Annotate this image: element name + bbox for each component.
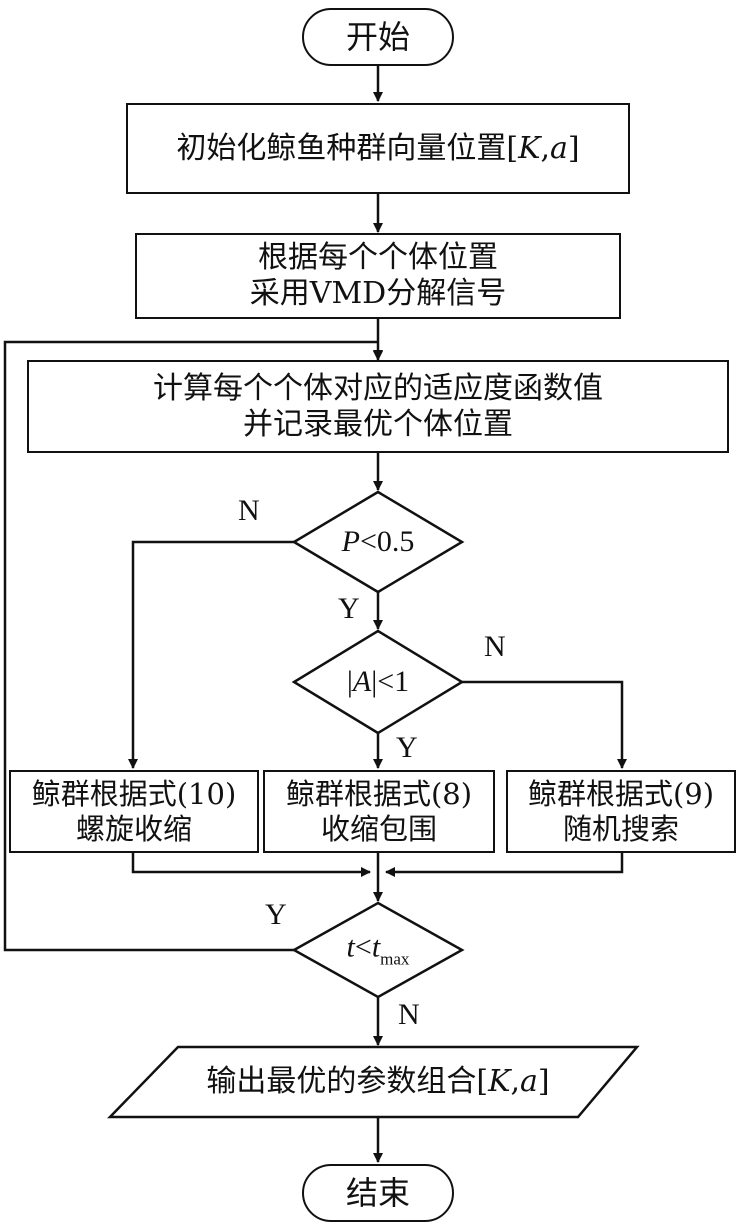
encircle-process-box: 鲸群根据式(8) 收缩包围 xyxy=(263,770,495,853)
init-var-k: K xyxy=(518,130,541,166)
vmd-process-box: 根据每个个体位置 采用VMD分解信号 xyxy=(135,233,621,319)
spiral-line1: 鲸群根据式(10) xyxy=(31,776,237,811)
output-text-post: ] xyxy=(537,1064,550,1099)
decision-t-op: < xyxy=(354,930,372,964)
label-t-no: N xyxy=(398,998,420,1031)
init-text-pre: 初始化鲸鱼种群向量位置[ xyxy=(176,130,519,166)
label-a-yes: Y xyxy=(396,731,418,764)
start-terminal: 开始 xyxy=(302,8,454,66)
init-text-post: ] xyxy=(567,130,580,166)
init-comma: , xyxy=(540,130,551,166)
fitness-process-box: 计算每个个体对应的适应度函数值 并记录最优个体位置 xyxy=(27,360,729,453)
decision-t-label: t<tmax xyxy=(347,931,410,970)
init-var-a: a xyxy=(550,130,568,166)
decision-t-var2: t xyxy=(371,930,381,964)
label-p-no: N xyxy=(238,494,260,527)
merge-right xyxy=(385,852,624,877)
init-text: 初始化鲸鱼种群向量位置[K,a] xyxy=(176,131,579,167)
decision-p-var: P xyxy=(341,525,360,558)
decision-a-pre: | xyxy=(346,665,353,698)
decision-a-var: A xyxy=(352,665,372,698)
encircle-line1: 鲸群根据式(8) xyxy=(285,776,473,811)
vmd-line1: 根据每个个体位置 xyxy=(258,240,498,275)
arrow-p-no xyxy=(128,540,294,769)
decision-p-rest: <0.5 xyxy=(359,525,415,558)
merge-left xyxy=(131,852,371,877)
fitness-line1: 计算每个个体对应的适应度函数值 xyxy=(153,370,603,406)
output-var-a: a xyxy=(520,1064,538,1099)
search-process-box: 鲸群根据式(9) 随机搜索 xyxy=(506,770,736,853)
label-p-yes: Y xyxy=(338,592,360,625)
output-text: 输出最优的参数组合[K,a] xyxy=(206,1064,549,1100)
init-process-box: 初始化鲸鱼种群向量位置[K,a] xyxy=(126,103,630,194)
decision-a-post: |<1 xyxy=(371,665,410,698)
spiral-process-box: 鲸群根据式(10) 螺旋收缩 xyxy=(9,770,259,853)
loop-entry-arrowhead xyxy=(373,350,383,360)
decision-t-sub: max xyxy=(380,949,410,969)
start-label: 开始 xyxy=(345,17,410,56)
output-io-box: 输出最优的参数组合[K,a] xyxy=(150,1047,606,1117)
output-comma: , xyxy=(510,1064,521,1099)
output-text-pre: 输出最优的参数组合[ xyxy=(206,1064,489,1099)
vmd-line2: 采用VMD分解信号 xyxy=(249,276,507,311)
label-t-yes: Y xyxy=(265,898,287,931)
label-a-no: N xyxy=(484,630,506,663)
search-line2: 随机搜索 xyxy=(562,811,679,846)
encircle-line2: 收缩包围 xyxy=(320,811,437,846)
decision-p-label: P<0.5 xyxy=(342,525,415,559)
fitness-line2: 并记录最优个体位置 xyxy=(243,406,513,442)
search-line1: 鲸群根据式(9) xyxy=(527,776,715,811)
decision-t-var: t xyxy=(346,930,355,964)
arrow-t-yes-loop xyxy=(3,340,378,952)
spiral-line2: 螺旋收缩 xyxy=(75,811,192,846)
decision-a-label: |A|<1 xyxy=(347,665,409,699)
end-terminal: 结束 xyxy=(302,1164,454,1222)
output-var-k: K xyxy=(488,1064,511,1099)
output-shape xyxy=(107,1045,640,1119)
arrow-a-no xyxy=(462,680,627,769)
end-label: 结束 xyxy=(345,1173,410,1212)
